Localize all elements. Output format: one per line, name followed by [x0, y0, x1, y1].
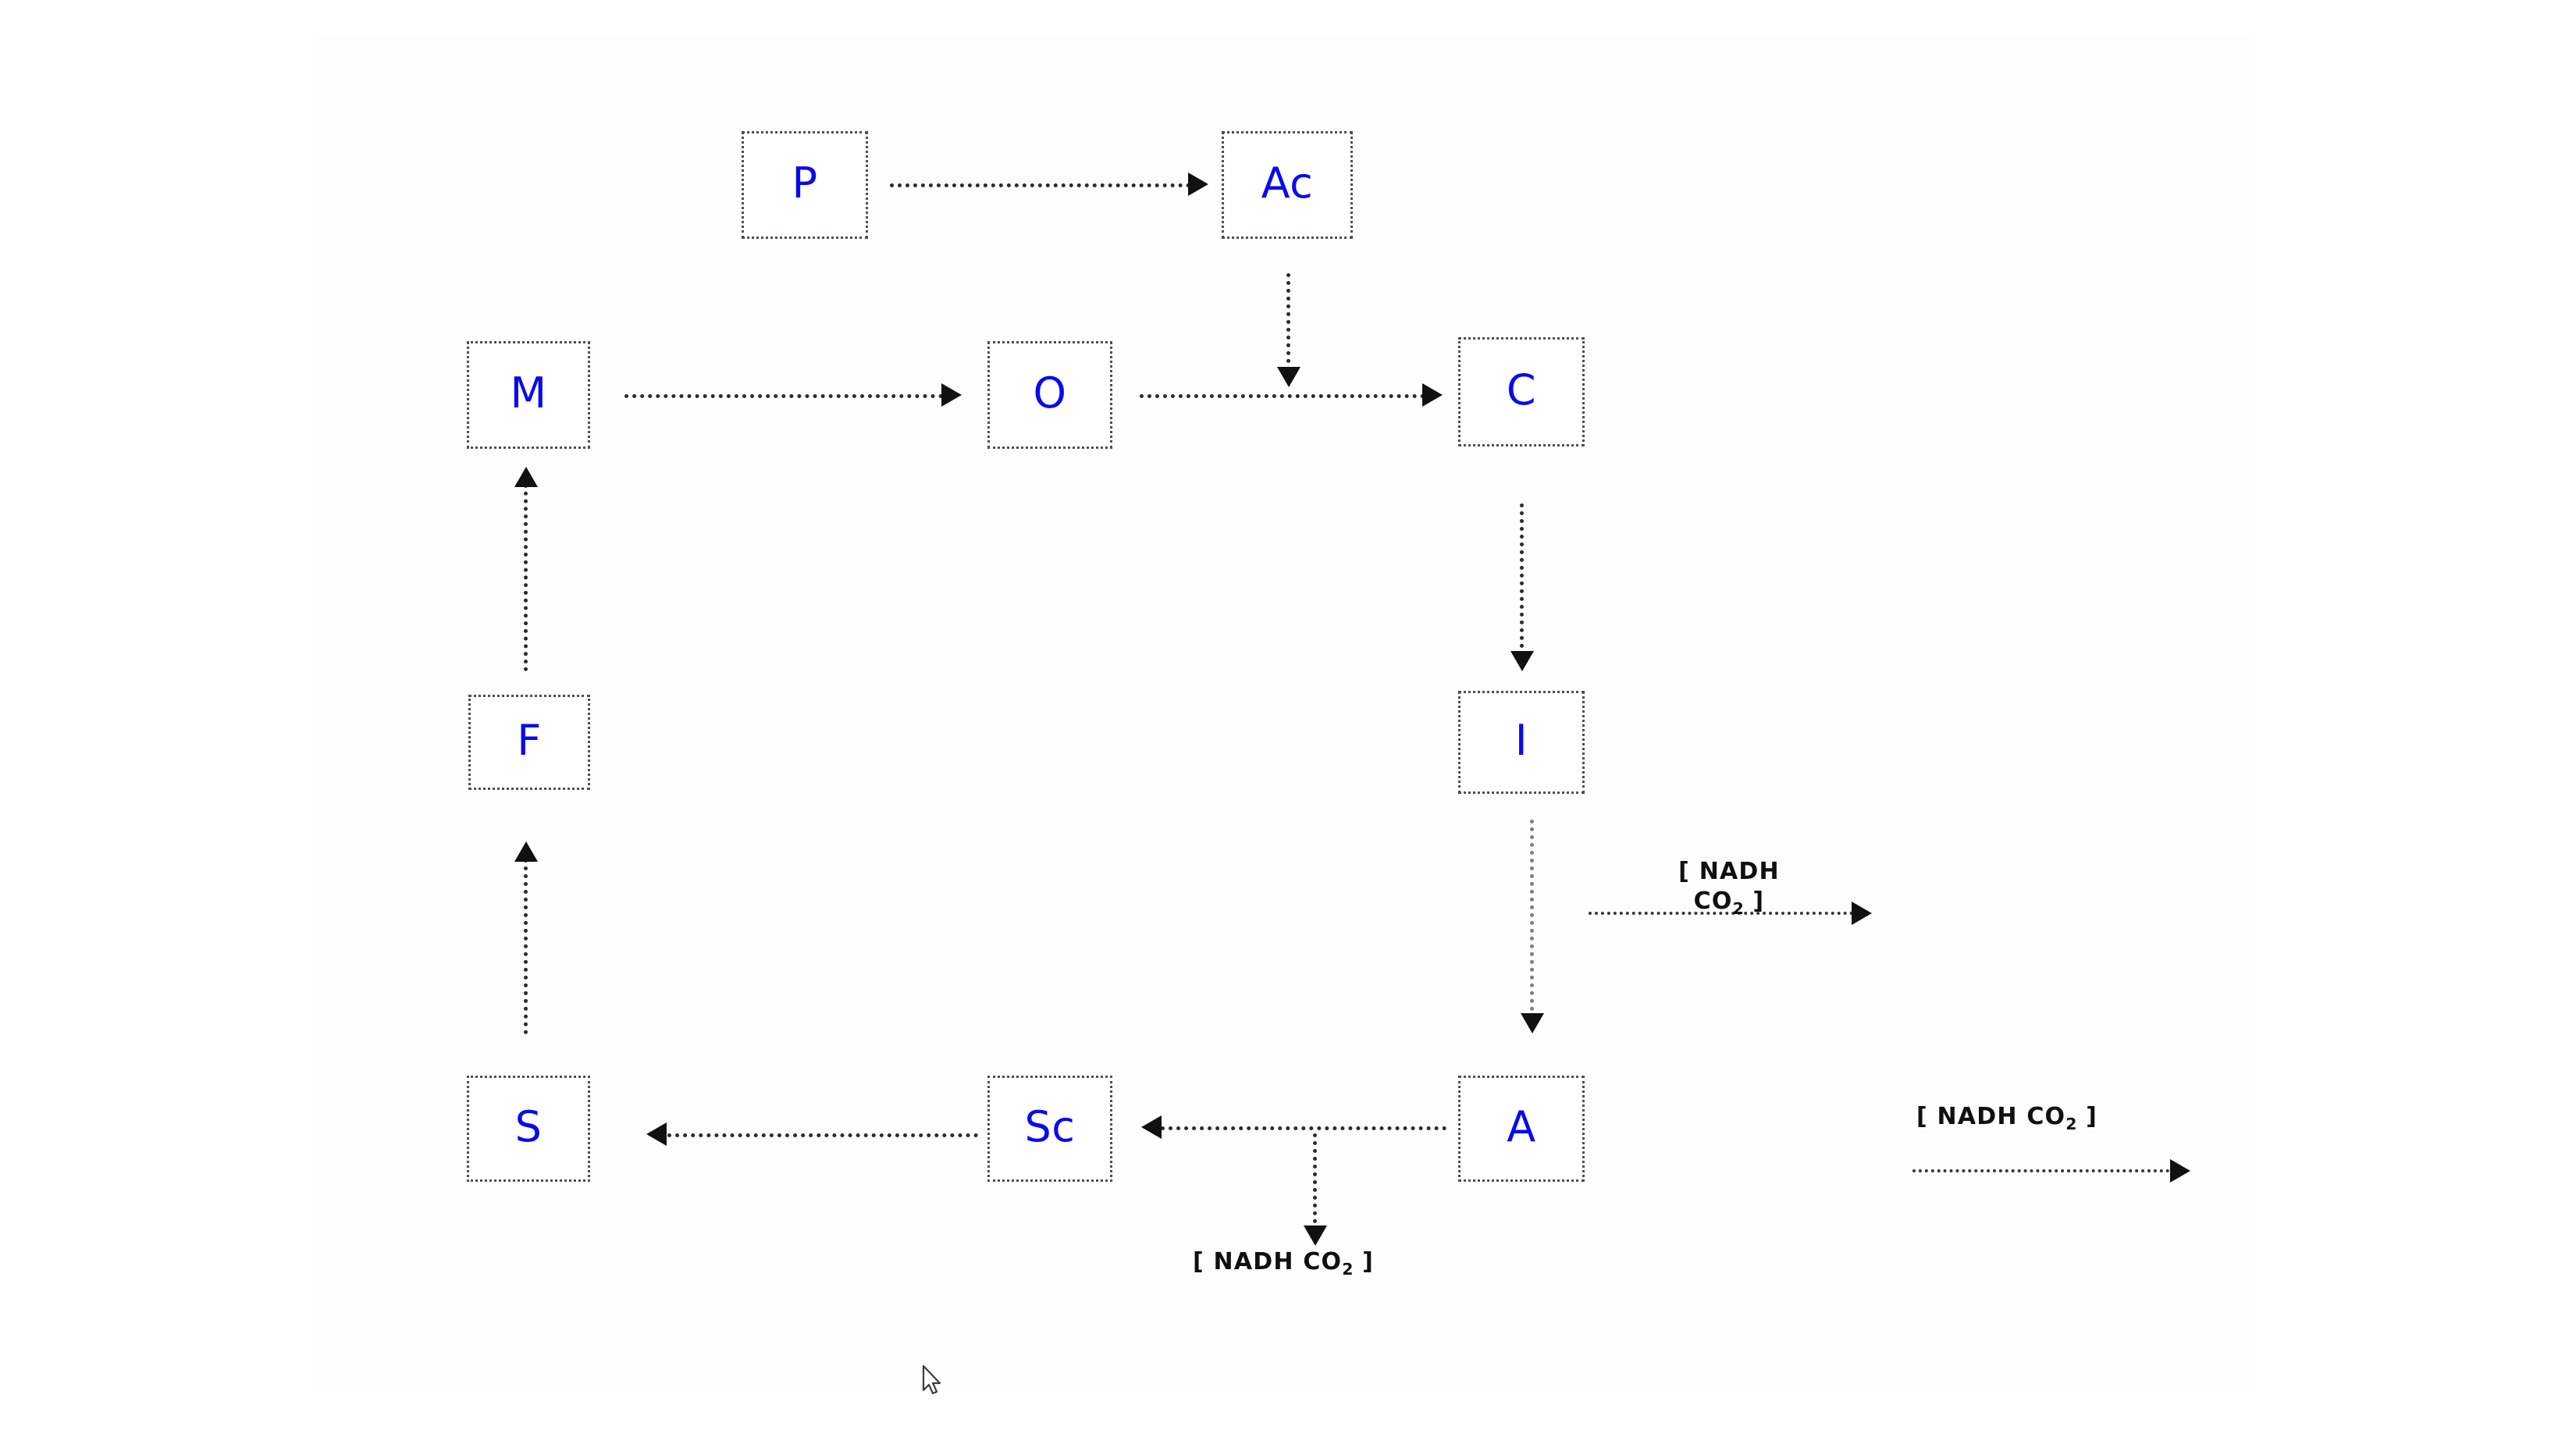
- edge-c-to-i: [1520, 503, 1524, 656]
- node-a[interactable]: A: [1458, 1076, 1585, 1182]
- edge-a-to-products: [1912, 1169, 2182, 1172]
- annotation-nadh-co2-lower-right: [ NADH CO2 ]: [1916, 1102, 2097, 1134]
- annotation-nadh-co2-upper-right: [ NADH CO2 ]: [1635, 857, 1823, 920]
- node-i-label: I: [1514, 716, 1528, 765]
- arrowhead-i-to-a: [1521, 1013, 1544, 1033]
- annotation-bottom-pre: [ NADH CO: [1193, 1248, 1343, 1275]
- edge-f-to-m: [524, 484, 528, 671]
- annotation-line-1: [ NADH: [1678, 858, 1780, 885]
- node-p[interactable]: P: [742, 131, 868, 239]
- arrowhead-c-to-i: [1510, 651, 1534, 671]
- arrowhead-o-to-c: [1422, 383, 1443, 407]
- node-s[interactable]: S: [467, 1076, 590, 1182]
- node-m[interactable]: M: [467, 341, 590, 449]
- node-o[interactable]: O: [987, 341, 1112, 449]
- node-m-label: M: [510, 368, 547, 418]
- annotation-bottom-sub: 2: [1342, 1260, 1354, 1279]
- node-a-label: A: [1507, 1102, 1536, 1151]
- node-ac[interactable]: Ac: [1222, 131, 1353, 239]
- annotation-lower-right-pre: [ NADH CO: [1916, 1103, 2066, 1130]
- edge-m-to-o: [624, 394, 943, 398]
- node-c-label: C: [1506, 365, 1537, 414]
- annotation-line-2: CO2 ]: [1635, 887, 1823, 919]
- edge-s-to-f: [524, 859, 528, 1034]
- arrowhead-i-to-products: [1852, 902, 1872, 925]
- edge-o-to-c: [1140, 394, 1425, 398]
- edge-i-to-a: [1530, 820, 1534, 1019]
- arrowhead-ac-to-c: [1277, 367, 1300, 387]
- edge-i-to-products: [1589, 912, 1866, 915]
- node-ac-label: Ac: [1261, 158, 1314, 208]
- arrowhead-m-to-o: [941, 383, 962, 407]
- drawing-surface[interactable]: [316, 37, 2252, 1393]
- annotation-line-2-pre: CO: [1693, 888, 1733, 916]
- edge-sc-to-s: [667, 1133, 978, 1137]
- node-o-label: O: [1033, 368, 1067, 418]
- annotation-bottom-post: ]: [1353, 1248, 1375, 1275]
- node-sc[interactable]: Sc: [987, 1076, 1112, 1182]
- node-i[interactable]: I: [1458, 691, 1585, 794]
- annotation-line-2-sub: 2: [1732, 899, 1744, 919]
- node-c[interactable]: C: [1458, 337, 1585, 446]
- arrowhead-a-to-products: [2170, 1159, 2190, 1183]
- arrowhead-s-to-f: [514, 841, 538, 862]
- arrowhead-f-to-m: [514, 467, 538, 487]
- node-f-label: F: [517, 716, 542, 765]
- node-s-label: S: [514, 1102, 543, 1151]
- annotation-line-2-post: ]: [1743, 888, 1765, 916]
- node-f[interactable]: F: [468, 695, 590, 790]
- edge-p-to-ac: [890, 183, 1190, 187]
- arrowhead-p-to-ac: [1188, 173, 1208, 196]
- arrowhead-sc-to-s: [646, 1122, 667, 1146]
- node-sc-label: Sc: [1024, 1102, 1076, 1151]
- annotation-lower-right-post: ]: [2076, 1103, 2098, 1130]
- edge-a-to-sc: [1161, 1126, 1446, 1130]
- node-p-label: P: [792, 158, 818, 208]
- arrowhead-a-to-sc: [1141, 1115, 1162, 1139]
- annotation-lower-right-sub: 2: [2065, 1115, 2077, 1133]
- annotation-nadh-co2-bottom: [ NADH CO2 ]: [1193, 1247, 1374, 1279]
- edge-ac-to-c: [1286, 273, 1290, 371]
- arrowhead-sc-to-products: [1304, 1225, 1327, 1246]
- mouse-cursor-icon: [922, 1364, 941, 1395]
- edge-sc-to-products: [1313, 1133, 1317, 1231]
